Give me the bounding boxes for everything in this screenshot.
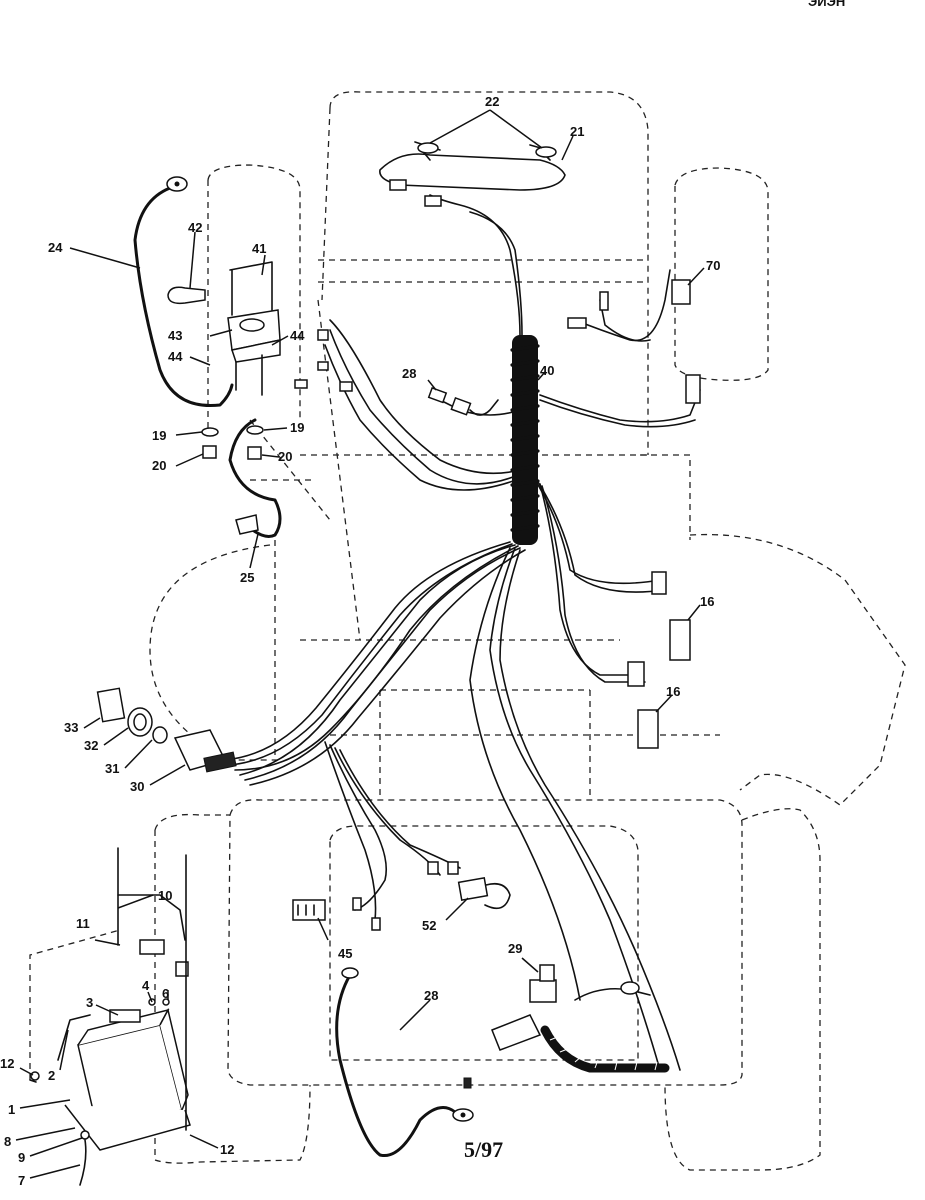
- callout-22: 22: [485, 94, 499, 109]
- solenoid-43: [227, 261, 281, 396]
- callout-4: 4: [142, 978, 150, 993]
- callout-20a: 20: [152, 458, 166, 473]
- connector-29: [491, 964, 651, 1051]
- callout-43: 43: [168, 328, 182, 343]
- callout-8: 8: [4, 1134, 11, 1149]
- cable-28: [335, 967, 474, 1158]
- battery-assembly: [29, 847, 191, 1186]
- callout-32: 32: [84, 738, 98, 753]
- switches-16: [627, 571, 691, 749]
- callout-12b: 12: [220, 1142, 234, 1157]
- callout-10: 10: [158, 888, 172, 903]
- ignition-switch: [96, 687, 237, 773]
- relay-52: [457, 877, 511, 910]
- connector-45: [292, 899, 326, 921]
- callout-29: 29: [508, 941, 522, 956]
- callout-1: 1: [8, 1102, 15, 1117]
- battery-cable-24: [133, 176, 234, 408]
- callout-30: 30: [130, 779, 144, 794]
- callout-16b: 16: [666, 684, 680, 699]
- callout-31: 31: [105, 761, 119, 776]
- callout-9: 9: [18, 1150, 25, 1165]
- hardware-19-20: [201, 418, 282, 538]
- callout-19a: 19: [152, 428, 166, 443]
- callout-24: 24: [48, 240, 63, 255]
- terminal-ends: [352, 861, 459, 931]
- cable-42: [167, 231, 206, 305]
- callout-28a: 28: [402, 366, 416, 381]
- main-harness: [224, 141, 701, 1071]
- callout-45: 45: [338, 946, 352, 961]
- callout-25: 25: [240, 570, 254, 585]
- callout-44a: 44: [168, 349, 183, 364]
- ground-25: [235, 514, 259, 535]
- callout-11: 11: [76, 916, 90, 931]
- date-code: 5/97: [464, 1137, 503, 1162]
- callout-21: 21: [570, 124, 584, 139]
- callout-28b: 28: [424, 988, 438, 1003]
- callout-20b: 20: [278, 449, 292, 464]
- callout-6: 6: [162, 986, 169, 1001]
- callout-12a: 12: [0, 1056, 14, 1071]
- small-connectors: [294, 329, 353, 392]
- callout-labels: 22 21 24 42 41 43 44 44 19 20 19 20 25 2…: [0, 94, 720, 1188]
- rear-coil-loom: [540, 1025, 670, 1073]
- callout-2: 2: [48, 1068, 55, 1083]
- callout-33: 33: [64, 720, 78, 735]
- connector: [389, 179, 407, 191]
- callout-52: 52: [422, 918, 436, 933]
- callout-19b: 19: [290, 420, 304, 435]
- fuse-holder-28: [427, 386, 499, 416]
- wire-loom-40: [510, 335, 540, 545]
- connectors-70: [567, 279, 701, 404]
- callout-40: 40: [540, 363, 554, 378]
- callout-70: 70: [706, 258, 720, 273]
- callout-16a: 16: [700, 594, 714, 609]
- connector: [424, 195, 442, 207]
- callout-41: 41: [252, 241, 266, 256]
- callout-44b: 44: [290, 328, 305, 343]
- leader-lines: [15, 109, 705, 1179]
- callout-42: 42: [188, 220, 202, 235]
- callout-7: 7: [18, 1173, 25, 1188]
- top-right-fragment: ЭИЭН: [808, 0, 845, 9]
- callout-3: 3: [86, 995, 93, 1010]
- headlight-bulbs: [417, 142, 557, 158]
